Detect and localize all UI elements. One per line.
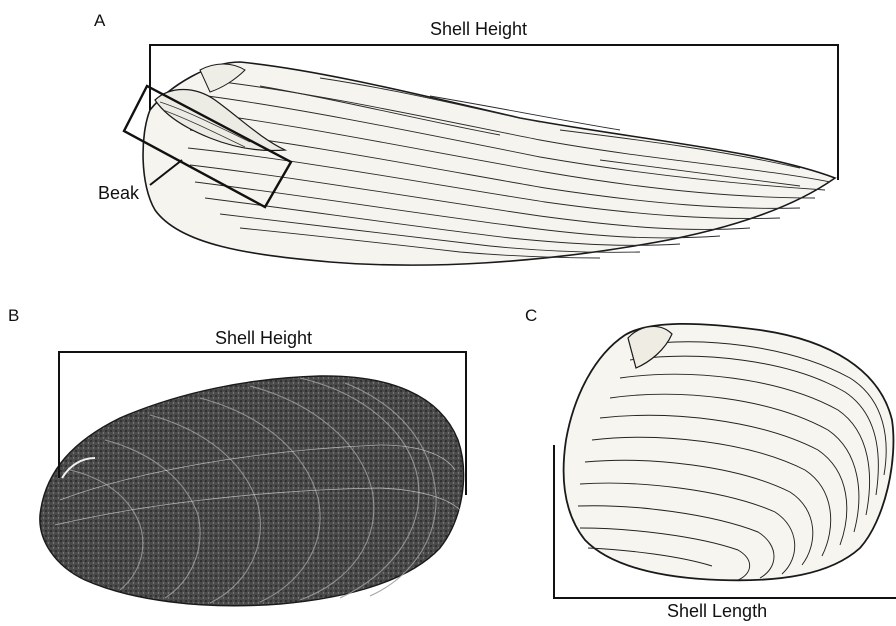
panel-c-shell-drawing [564,324,894,580]
panel-a-shell-outline [143,62,835,265]
panel-b-shell-outline [40,376,464,606]
panel-a-shell-drawing [143,62,835,265]
panel-b-shell-drawing [40,376,464,606]
panel-c-shell-outline [564,324,894,580]
